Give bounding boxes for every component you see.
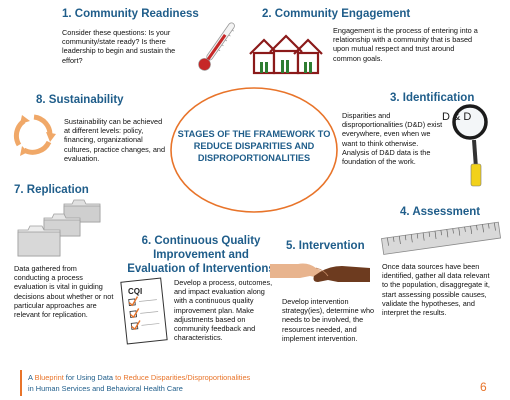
stage-3-body: Disparities and disproportionalities (D&… — [342, 111, 443, 167]
stage-2-title: 2. Community Engagement — [262, 8, 411, 20]
footer-pre: A — [28, 373, 35, 382]
stage-6-body: Develop a process, outcomes, and impact … — [174, 278, 273, 343]
stage-7-body: Data gathered from conducting a process … — [14, 264, 114, 320]
ruler-icon — [381, 221, 502, 255]
cqi-checklist-icon — [120, 277, 168, 345]
stage-1-body: Consider these questions: Is your commun… — [62, 28, 176, 65]
stage-7-title: 7. Replication — [14, 184, 89, 196]
center-title: STAGES OF THE FRAMEWORK TO REDUCE DISPAR… — [177, 129, 331, 163]
stage-8-title: 8. Sustainability — [36, 94, 124, 106]
page-number: 6 — [480, 380, 487, 394]
identification-letters: D & D — [442, 111, 472, 123]
houses-icon — [249, 34, 323, 75]
footer-line-2: in Human Services and Behavioral Health … — [28, 384, 183, 393]
magnifier-icon — [452, 104, 488, 187]
footer-accent-bar — [20, 370, 22, 396]
cqi-label: CQI — [128, 287, 143, 296]
stage-2-body: Engagement is the process of entering in… — [333, 26, 478, 63]
handshake-icon — [270, 263, 370, 282]
footer-highlight-2: to Reduce Disparities/Disproportionaliti… — [115, 373, 251, 382]
stage-8-body: Sustainability can be achieved at differ… — [64, 117, 165, 163]
stage-1-title: 1. Community Readiness — [62, 8, 199, 20]
stage-4-body: Once data sources have been identified, … — [382, 262, 490, 318]
thermometer-icon — [198, 22, 235, 71]
folders-icon — [17, 199, 101, 257]
recycle-arrows-icon — [13, 114, 56, 156]
footer-text: A Blueprint for Using Data to Reduce Dis… — [28, 372, 250, 394]
stage-5-title: 5. Intervention — [286, 240, 365, 252]
footer-mid: for Using Data — [63, 373, 116, 382]
stage-4-title: 4. Assessment — [400, 206, 481, 218]
stage-5-body: Develop intervention strategy(ies), dete… — [282, 297, 375, 343]
footer-highlight-1: Blueprint — [34, 373, 64, 382]
stage-6-title: 6. Continuous Quality Improvement and Ev… — [127, 235, 275, 275]
stage-3-title: 3. Identification — [390, 92, 475, 104]
